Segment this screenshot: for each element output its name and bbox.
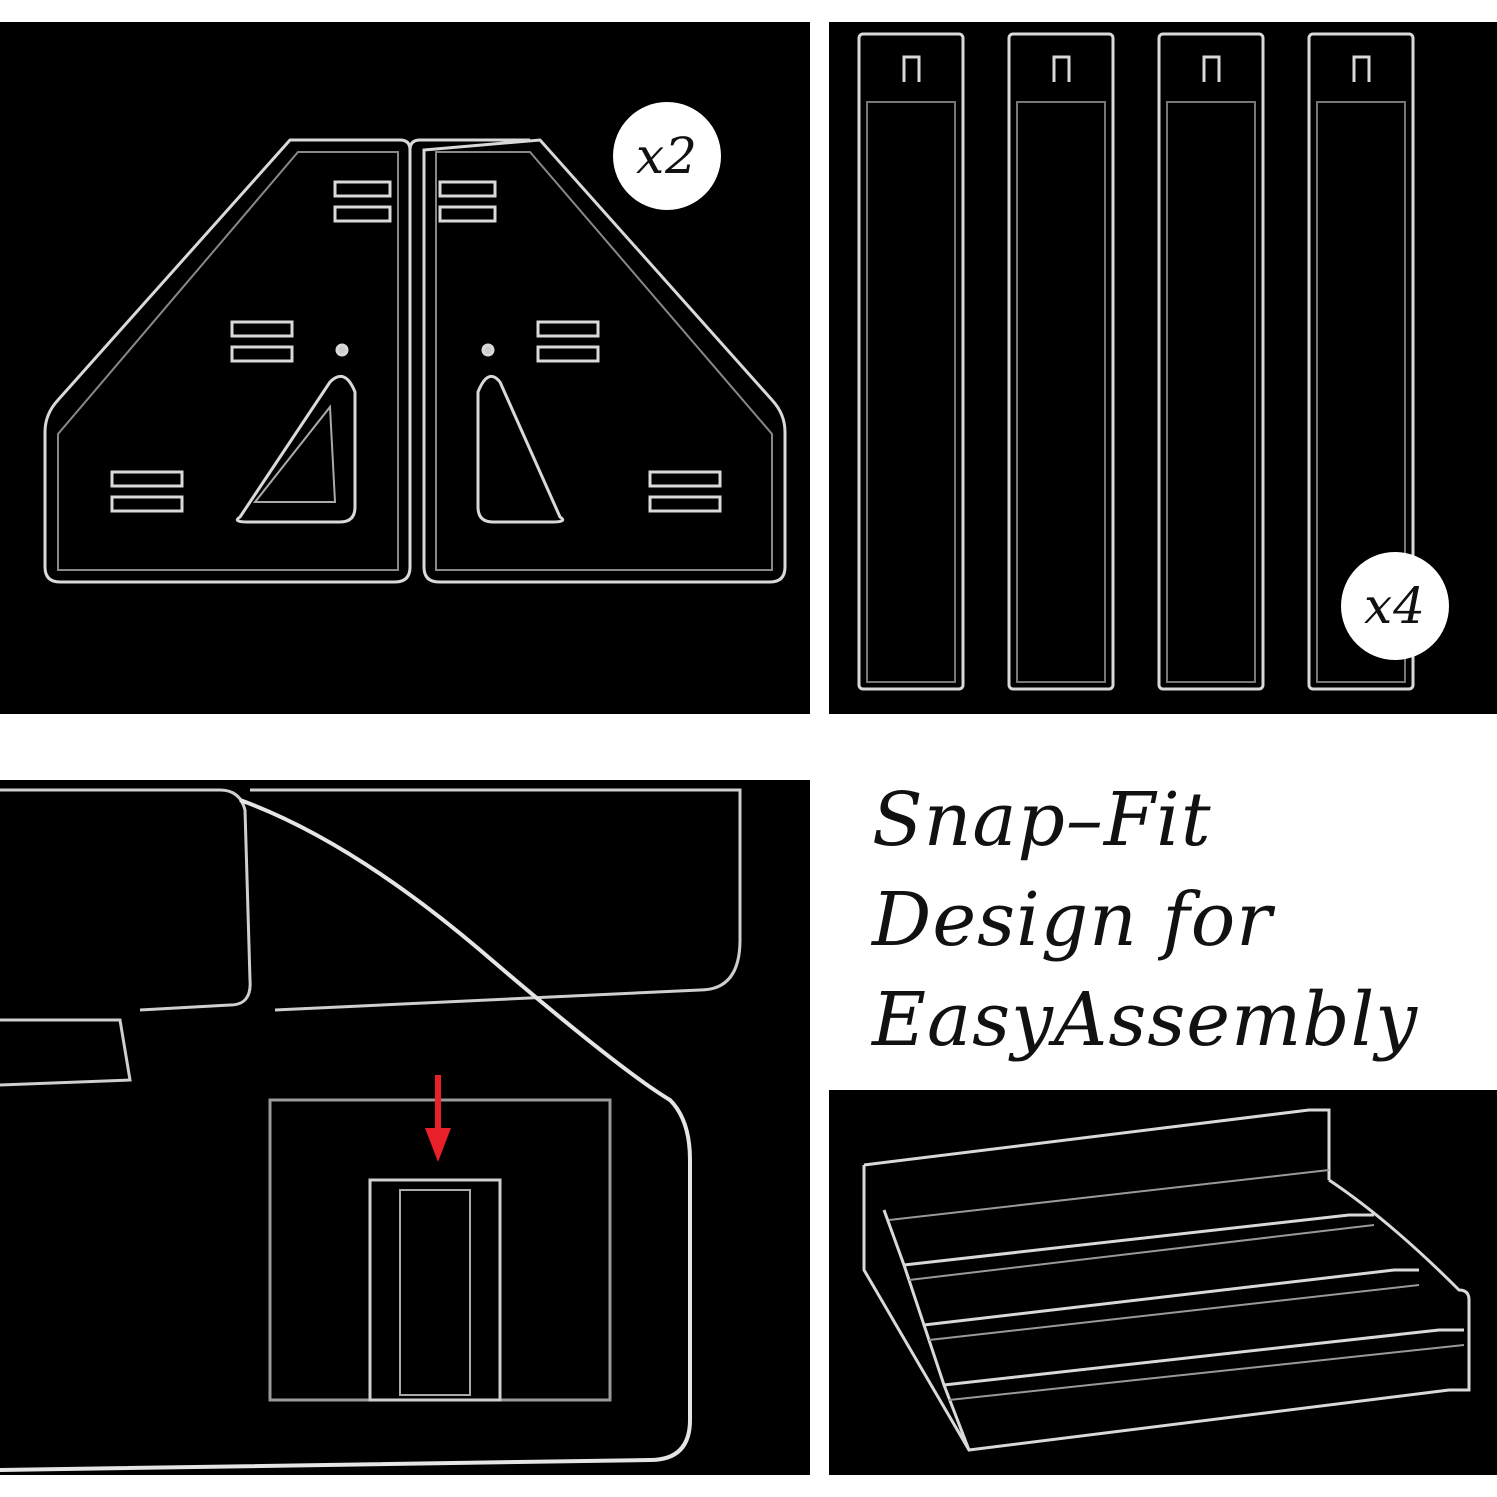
down-arrow-icon xyxy=(425,1075,451,1162)
quantity-badge-x4: x4 xyxy=(1341,552,1449,660)
headline: Snap–Fit Design for EasyAssembly xyxy=(872,770,1497,1070)
headline-line-1: Snap–Fit xyxy=(872,777,1212,863)
acrylic-side-panels xyxy=(43,138,787,584)
shelf-strips-photo: x4 xyxy=(829,22,1497,714)
headline-line-3: EasyAssembly xyxy=(872,977,1419,1063)
acrylic-shelf-strips xyxy=(857,32,1415,691)
quantity-badge-x2: x2 xyxy=(613,102,721,210)
assembled-tiered-rack xyxy=(862,1108,1471,1452)
assembled-rack-photo xyxy=(829,1090,1497,1475)
snap-fit-closeup-photo xyxy=(0,780,810,1475)
side-panels-photo: x2 xyxy=(0,22,810,714)
headline-line-2: Design for xyxy=(872,877,1273,963)
